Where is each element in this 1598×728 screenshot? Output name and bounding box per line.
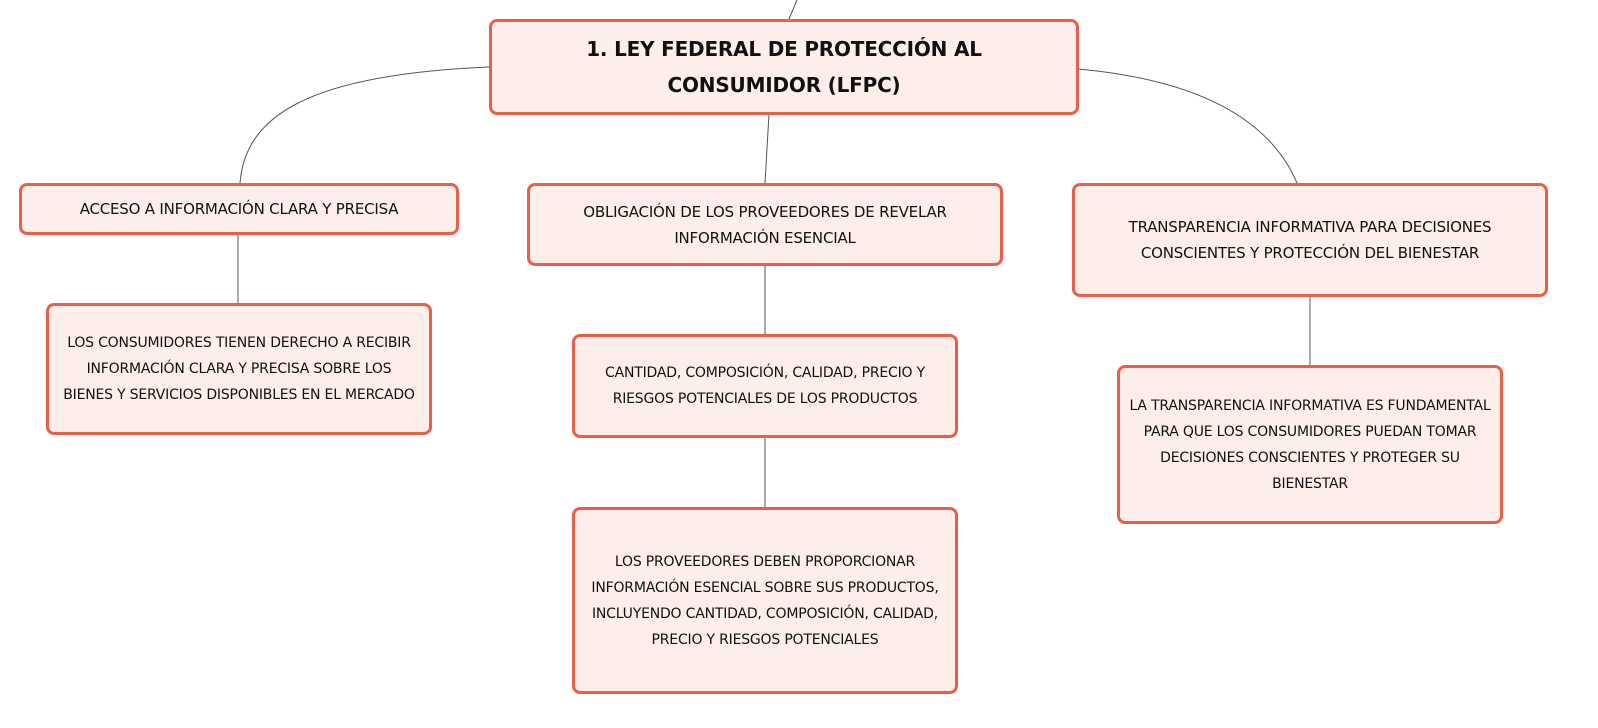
topic-obligacion-proveedores[interactable]: OBLIGACIÓN DE LOS PROVEEDORES DE REVELAR… — [527, 183, 1003, 266]
subtopic-proveedores-deben[interactable]: LOS PROVEEDORES DEBEN PROPORCIONAR INFOR… — [572, 507, 958, 694]
subtopic-derecho-informacion[interactable]: LOS CONSUMIDORES TIENEN DERECHO A RECIBI… — [46, 303, 432, 435]
subtopic-label: LOS CONSUMIDORES TIENEN DERECHO A RECIBI… — [63, 335, 415, 403]
topic-transparencia[interactable]: TRANSPARENCIA INFORMATIVA PARA DECISIONE… — [1072, 183, 1548, 297]
topic-acceso-informacion[interactable]: ACCESO A INFORMACIÓN CLARA Y PRECISA — [19, 183, 459, 235]
root-topic[interactable]: 1. LEY FEDERAL DE PROTECCIÓN AL CONSUMID… — [489, 19, 1079, 115]
subtopic-cantidad-composicion[interactable]: CANTIDAD, COMPOSICIÓN, CALIDAD, PRECIO Y… — [572, 334, 958, 438]
topic-label: ACCESO A INFORMACIÓN CLARA Y PRECISA — [79, 200, 399, 218]
subtopic-label: LOS PROVEEDORES DEBEN PROPORCIONAR INFOR… — [591, 553, 939, 648]
connector-root-b — [764, 113, 770, 184]
subtopic-label: LA TRANSPARENCIA INFORMATIVA ES FUNDAMEN… — [1129, 397, 1491, 492]
subtopic-transparencia-fundamental[interactable]: LA TRANSPARENCIA INFORMATIVA ES FUNDAMEN… — [1117, 365, 1503, 524]
connector-parent — [788, 0, 798, 20]
connector-root-c — [1077, 68, 1298, 184]
subtopic-label: CANTIDAD, COMPOSICIÓN, CALIDAD, PRECIO Y… — [605, 365, 925, 407]
root-topic-label: 1. LEY FEDERAL DE PROTECCIÓN AL CONSUMID… — [586, 37, 982, 97]
topic-label: TRANSPARENCIA INFORMATIVA PARA DECISIONE… — [1128, 218, 1492, 262]
topic-label: OBLIGACIÓN DE LOS PROVEEDORES DE REVELAR… — [583, 202, 947, 247]
connector-root-a — [239, 66, 490, 184]
